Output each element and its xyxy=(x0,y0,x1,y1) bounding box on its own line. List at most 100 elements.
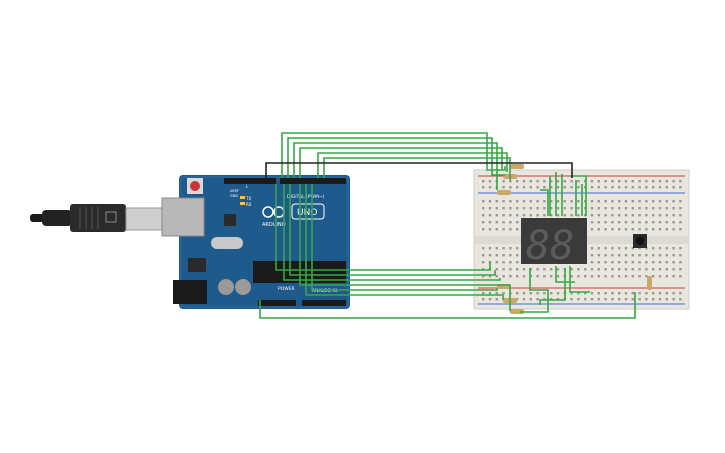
breadboard-hole[interactable] xyxy=(550,180,553,183)
breadboard-hole[interactable] xyxy=(679,261,682,264)
breadboard-hole[interactable] xyxy=(631,221,634,224)
breadboard-hole[interactable] xyxy=(638,186,641,189)
breadboard-hole[interactable] xyxy=(638,268,641,271)
breadboard-hole[interactable] xyxy=(624,247,628,250)
breadboard-hole[interactable] xyxy=(570,214,573,217)
breadboard-hole[interactable] xyxy=(495,200,498,203)
breadboard-hole[interactable] xyxy=(665,268,668,271)
breadboard-hole[interactable] xyxy=(516,254,519,257)
breadboard-hole[interactable] xyxy=(556,180,560,183)
breadboard-hole[interactable] xyxy=(638,207,641,210)
breadboard-hole[interactable] xyxy=(529,298,532,301)
breadboard-hole[interactable] xyxy=(679,268,682,271)
breadboard-hole[interactable] xyxy=(482,247,485,250)
breadboard-hole[interactable] xyxy=(679,275,682,278)
breadboard-hole[interactable] xyxy=(638,180,641,183)
breadboard-hole[interactable] xyxy=(597,254,600,257)
breadboard-hole[interactable] xyxy=(679,292,682,295)
breadboard-hole[interactable] xyxy=(645,186,648,189)
breadboard-hole[interactable] xyxy=(495,261,498,264)
breadboard-hole[interactable] xyxy=(577,214,580,217)
breadboard-hole[interactable] xyxy=(652,247,655,250)
breadboard-hole[interactable] xyxy=(638,254,641,257)
breadboard-hole[interactable] xyxy=(577,275,580,278)
breadboard-hole[interactable] xyxy=(502,207,505,210)
breadboard-hole[interactable] xyxy=(488,207,492,210)
breadboard-hole[interactable] xyxy=(645,298,648,301)
breadboard-hole[interactable] xyxy=(618,261,621,264)
breadboard-hole[interactable] xyxy=(658,186,662,189)
breadboard-hole[interactable] xyxy=(590,214,594,217)
breadboard-hole[interactable] xyxy=(488,298,492,301)
breadboard-hole[interactable] xyxy=(590,207,594,210)
breadboard-hole[interactable] xyxy=(536,180,539,183)
breadboard-hole[interactable] xyxy=(488,221,492,224)
breadboard-hole[interactable] xyxy=(488,180,492,183)
breadboard-hole[interactable] xyxy=(482,200,485,203)
resistor[interactable] xyxy=(497,164,652,314)
breadboard-hole[interactable] xyxy=(611,247,614,250)
breadboard-hole[interactable] xyxy=(502,228,505,231)
breadboard-hole[interactable] xyxy=(604,214,607,217)
breadboard-hole[interactable] xyxy=(482,180,485,183)
breadboard-hole[interactable] xyxy=(658,221,662,224)
breadboard-hole[interactable] xyxy=(570,292,573,295)
breadboard-hole[interactable] xyxy=(652,200,655,203)
breadboard-hole[interactable] xyxy=(516,298,519,301)
breadboard-hole[interactable] xyxy=(597,180,600,183)
breadboard-hole[interactable] xyxy=(624,214,628,217)
breadboard-hole[interactable] xyxy=(665,200,668,203)
breadboard-hole[interactable] xyxy=(611,200,614,203)
breadboard-hole[interactable] xyxy=(597,186,600,189)
breadboard-hole[interactable] xyxy=(631,214,634,217)
breadboard-hole[interactable] xyxy=(543,268,546,271)
breadboard-hole[interactable] xyxy=(577,200,580,203)
breadboard-hole[interactable] xyxy=(509,200,512,203)
breadboard-hole[interactable] xyxy=(679,200,682,203)
breadboard-hole[interactable] xyxy=(604,254,607,257)
breadboard-hole[interactable] xyxy=(658,247,662,250)
breadboard-hole[interactable] xyxy=(611,221,614,224)
breadboard-hole[interactable] xyxy=(658,261,662,264)
breadboard-hole[interactable] xyxy=(482,228,485,231)
breadboard-hole[interactable] xyxy=(509,261,512,264)
breadboard-hole[interactable] xyxy=(495,207,498,210)
breadboard-hole[interactable] xyxy=(611,292,614,295)
breadboard-hole[interactable] xyxy=(516,228,519,231)
breadboard-hole[interactable] xyxy=(488,228,492,231)
breadboard-hole[interactable] xyxy=(645,247,648,250)
breadboard-hole[interactable] xyxy=(672,261,675,264)
breadboard-hole[interactable] xyxy=(638,275,641,278)
breadboard-hole[interactable] xyxy=(482,214,485,217)
breadboard-hole[interactable] xyxy=(658,268,662,271)
breadboard-hole[interactable] xyxy=(604,200,607,203)
breadboard-hole[interactable] xyxy=(652,261,655,264)
breadboard-hole[interactable] xyxy=(624,275,628,278)
breadboard-hole[interactable] xyxy=(624,298,628,301)
breadboard-hole[interactable] xyxy=(502,186,505,189)
breadboard-hole[interactable] xyxy=(495,298,498,301)
breadboard-hole[interactable] xyxy=(618,207,621,210)
breadboard-hole[interactable] xyxy=(604,298,607,301)
breadboard-hole[interactable] xyxy=(536,268,539,271)
reset-button-cap[interactable] xyxy=(190,181,200,191)
breadboard-hole[interactable] xyxy=(618,180,621,183)
breadboard-hole[interactable] xyxy=(550,292,553,295)
breadboard-hole[interactable] xyxy=(522,268,526,271)
breadboard-hole[interactable] xyxy=(509,221,512,224)
breadboard-hole[interactable] xyxy=(658,180,662,183)
breadboard-hole[interactable] xyxy=(516,200,519,203)
breadboard-hole[interactable] xyxy=(652,268,655,271)
breadboard-hole[interactable] xyxy=(584,268,587,271)
breadboard-hole[interactable] xyxy=(590,200,594,203)
breadboard-hole[interactable] xyxy=(652,298,655,301)
breadboard-hole[interactable] xyxy=(672,254,675,257)
breadboard-hole[interactable] xyxy=(618,298,621,301)
breadboard-hole[interactable] xyxy=(638,247,641,250)
breadboard-hole[interactable] xyxy=(679,186,682,189)
breadboard-hole[interactable] xyxy=(502,268,505,271)
breadboard-hole[interactable] xyxy=(482,254,485,257)
breadboard-hole[interactable] xyxy=(611,214,614,217)
breadboard-hole[interactable] xyxy=(509,186,512,189)
breadboard-hole[interactable] xyxy=(597,214,600,217)
